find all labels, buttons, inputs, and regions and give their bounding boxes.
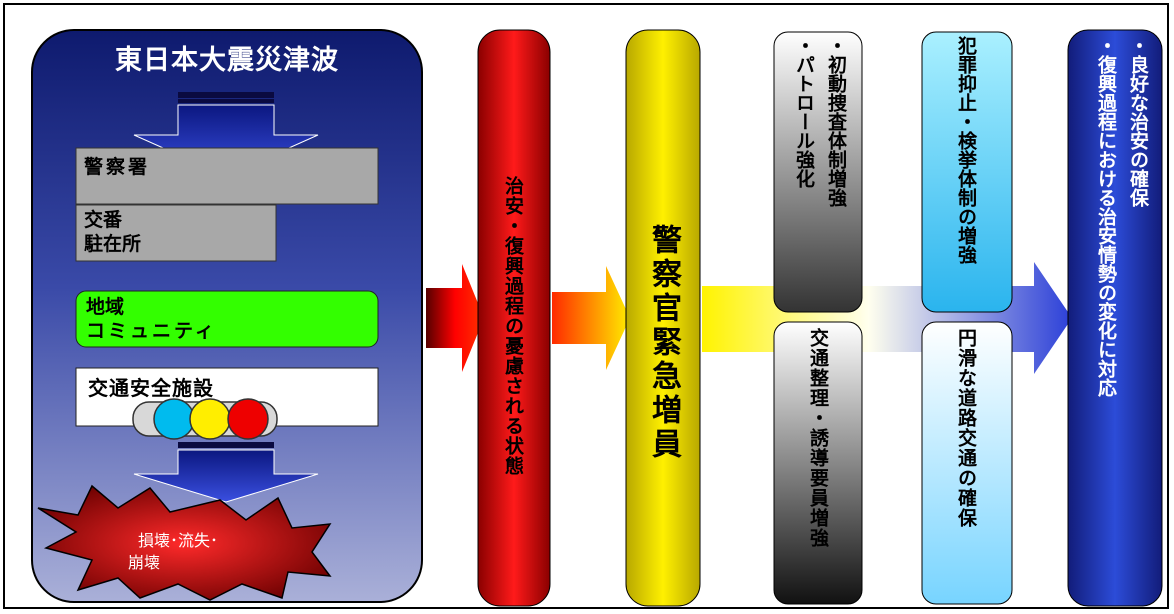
- disaster-title: 東日本大震災津波: [115, 45, 339, 76]
- community-label: 地域 コミュニティ: [86, 295, 217, 343]
- koban-label-line1: 交番: [84, 209, 123, 231]
- crime-prevention-box: [921, 31, 1013, 313]
- down-arrow-icon: [133, 442, 319, 503]
- smooth-traffic-box: [921, 321, 1013, 605]
- damage-label-line2: 崩壊: [128, 553, 161, 572]
- right-arrow-icon: [426, 264, 484, 372]
- traffic-signal-icon: [132, 398, 278, 440]
- patrol-text-col1: ・パトロール強化: [793, 36, 815, 188]
- emergency-column-text: 警察官緊急増員: [646, 224, 681, 462]
- koban-box: [75, 204, 277, 262]
- damage-label: 損壊･流失･ 崩壊: [128, 530, 218, 574]
- police-station-label: 警察署: [84, 156, 151, 178]
- traffic-facility-label: 交通安全施設: [88, 376, 214, 400]
- crime-prevention-text: 犯罪抑止・検挙体制の増強: [955, 36, 977, 264]
- patrol-text-col2: ・初動捜査体制増強: [825, 36, 847, 207]
- traffic-control-box: [773, 321, 863, 605]
- right-arrow-icon: [552, 266, 630, 370]
- right-arrow-icon: [702, 262, 1072, 374]
- community-box: [75, 290, 379, 348]
- koban-label: 交番 駐在所: [84, 208, 141, 256]
- result-text-col2: ・良好な治安の確保: [1127, 36, 1149, 207]
- damage-label-line1: 損壊･流失･: [138, 531, 219, 550]
- patrol-box: [773, 31, 863, 313]
- concern-column-text: 治安・復興過程の憂慮される状態: [502, 176, 524, 476]
- concern-column: [477, 29, 551, 607]
- traffic-control-text: 交通整理・誘導要員増強: [807, 328, 829, 548]
- koban-label-line2: 駐在所: [84, 233, 142, 255]
- damage-burst-icon: [37, 484, 332, 601]
- community-label-line2: コミュニティ: [86, 320, 217, 342]
- smooth-traffic-text: 円滑な道路交通の確保: [955, 328, 977, 528]
- result-column: [1067, 29, 1163, 607]
- community-label-line1: 地域: [86, 296, 125, 318]
- police-station-box: [75, 147, 379, 205]
- emergency-column: [625, 29, 701, 607]
- result-text-col1: ・復興過程における治安情勢の変化に対応: [1095, 36, 1117, 397]
